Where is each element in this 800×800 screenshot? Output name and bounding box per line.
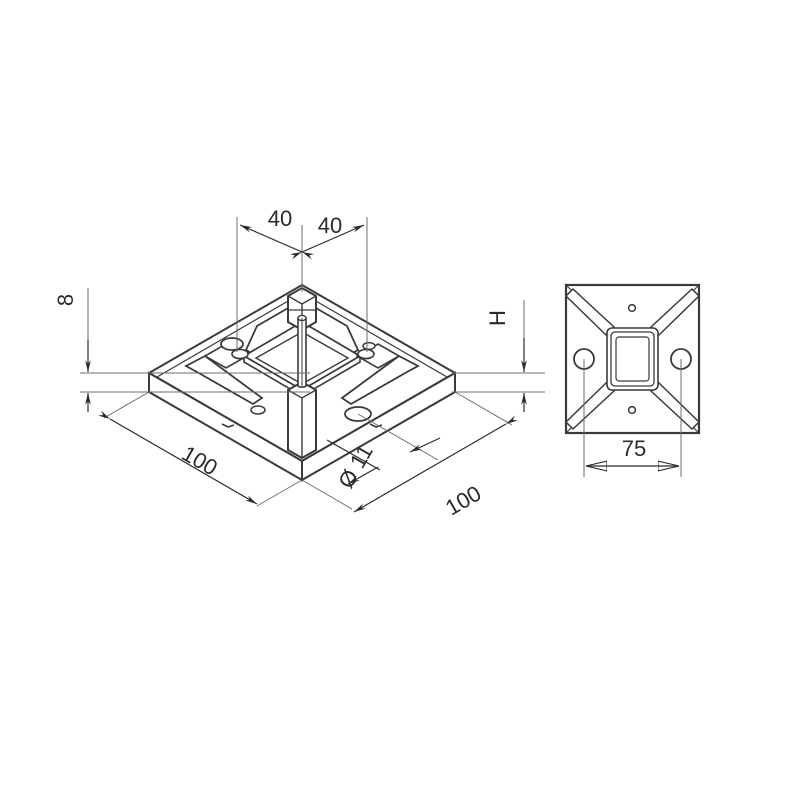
left-boss-hole bbox=[231, 348, 249, 360]
front-post-stub bbox=[287, 380, 317, 460]
dimension-H-group: H bbox=[452, 300, 545, 412]
dimension-label-8: 8 bbox=[53, 294, 78, 306]
dim-arrow-diameter bbox=[409, 437, 441, 453]
dimension-75-group: 75 bbox=[583, 359, 682, 477]
dim-line-diameter bbox=[326, 439, 381, 471]
dimension-label-75: 75 bbox=[622, 436, 646, 461]
top-view: 75 bbox=[564, 283, 701, 477]
dimension-label-40-left: 40 bbox=[268, 206, 292, 231]
ext-line-100R-end bbox=[301, 479, 353, 510]
dim-line-40-right bbox=[289, 224, 365, 260]
dim-arrow-diameter-2 bbox=[347, 466, 379, 485]
top-view-hole-top-small bbox=[627, 303, 637, 313]
hole-rear-right-small bbox=[362, 341, 376, 351]
dim-line-100-right bbox=[353, 415, 518, 513]
center-rod bbox=[297, 314, 307, 388]
rib-front-right bbox=[340, 354, 420, 406]
dim-line-100-left bbox=[98, 410, 258, 505]
hole-front-left-small bbox=[250, 405, 266, 415]
top-view-rib-arms bbox=[564, 287, 701, 431]
rib-arm-bl bbox=[564, 381, 616, 431]
rib-arm-br bbox=[649, 381, 701, 431]
dimension-40-group: 40 40 bbox=[236, 206, 368, 352]
rib-arm-tr bbox=[649, 287, 701, 337]
right-boss-hole bbox=[357, 348, 375, 360]
rib-arm-tl bbox=[564, 287, 616, 337]
plate-top-chamfer bbox=[155, 292, 449, 462]
hole-rear-left bbox=[220, 337, 244, 351]
ext-line-100L-end bbox=[256, 479, 303, 507]
top-view-hole-bottom-small bbox=[627, 405, 637, 415]
dimension-label-H: H bbox=[485, 310, 510, 326]
top-view-inner-frame-inner bbox=[615, 336, 650, 382]
leader-line-hole bbox=[357, 413, 439, 461]
isometric-view: 40 40 8 H 100 bbox=[53, 206, 545, 521]
dimension-label-40-right: 40 bbox=[318, 213, 342, 238]
dimension-8-group: 8 bbox=[53, 288, 310, 412]
